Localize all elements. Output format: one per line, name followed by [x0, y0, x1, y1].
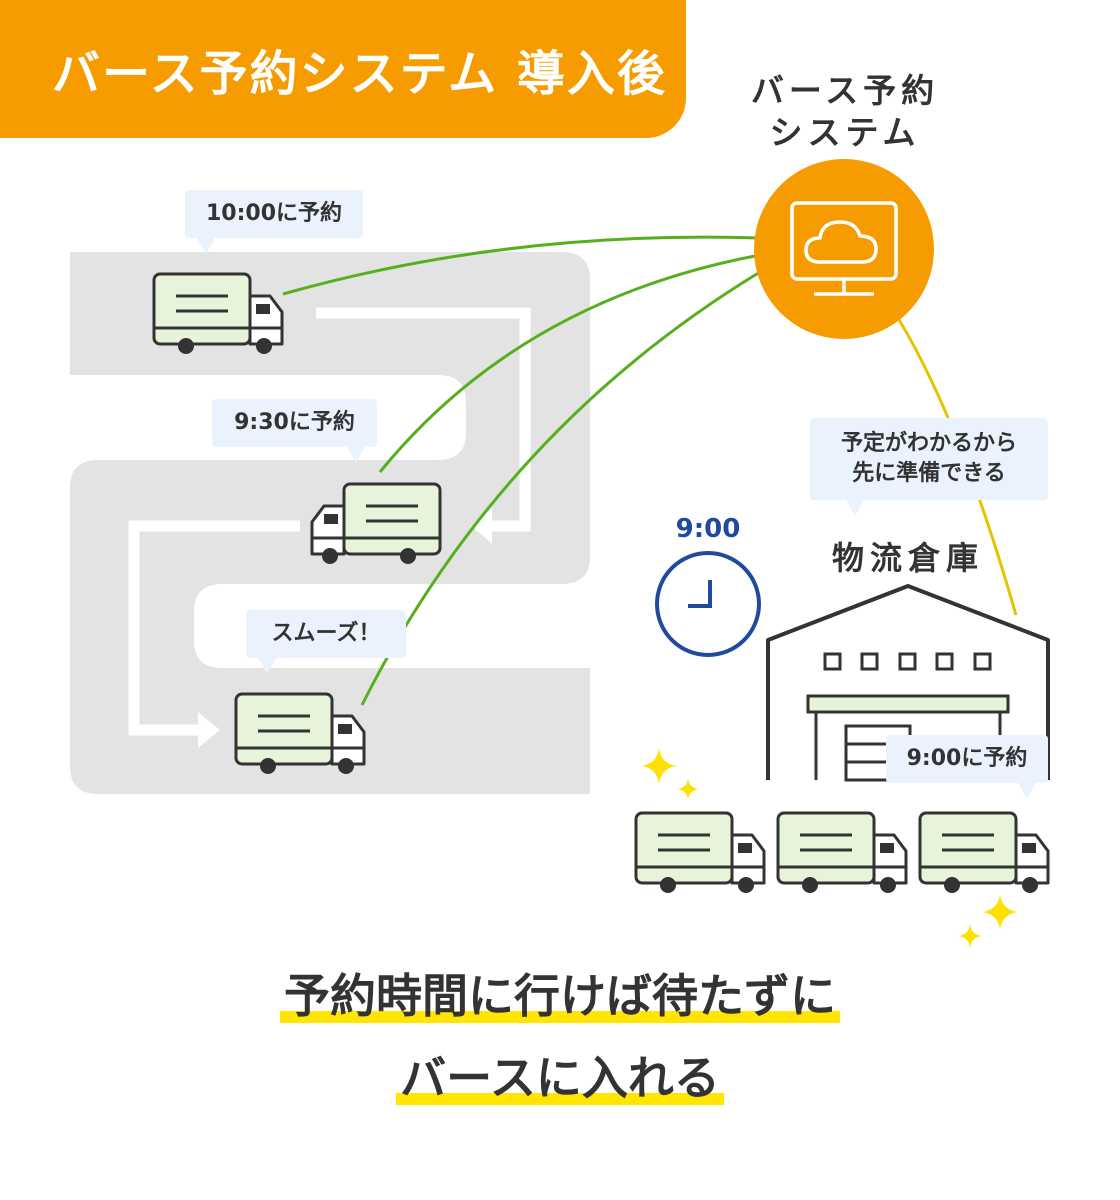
queued-truck-3 — [918, 811, 1050, 895]
queued-truck-2 — [776, 811, 908, 895]
speech-bubble-smooth: スムーズ！ — [246, 610, 406, 674]
caption-line-1: 予約時間に行けば待たずに — [0, 960, 1120, 1026]
speech-bubble-900: 9:00に予約 — [886, 735, 1048, 799]
clock-time: 9:00 — [675, 514, 741, 544]
link-truck-1 — [282, 235, 761, 296]
prepare-line-1: 予定がわかるから — [840, 431, 1017, 456]
system-title: バース予約 システム — [750, 71, 940, 152]
warehouse-label: 物流倉庫 — [831, 539, 984, 577]
sparkle-icon — [677, 778, 699, 800]
sparkle-icon — [641, 748, 677, 784]
sparkle-icon — [958, 924, 982, 948]
link-truck-2 — [378, 253, 761, 473]
sparkle-icon — [982, 894, 1018, 930]
header-tab: バース予約システム 導入後 — [0, 0, 686, 138]
queued-truck-1 — [634, 811, 766, 895]
speech-bubble-930: 9:30に予約 — [212, 399, 377, 463]
caption-line-2: バースに入れる — [0, 1042, 1120, 1108]
page-title: バース予約システム 導入後 — [52, 46, 667, 102]
speech-bubble-1000: 10:00に予約 — [185, 190, 363, 254]
route-arrow — [128, 307, 531, 748]
clock-icon — [655, 551, 761, 657]
prepare-line-2: 先に準備できる — [852, 461, 1006, 486]
system-icon — [754, 159, 934, 339]
speech-bubble-prepare: 予定がわかるから 先に準備できる — [810, 418, 1048, 516]
